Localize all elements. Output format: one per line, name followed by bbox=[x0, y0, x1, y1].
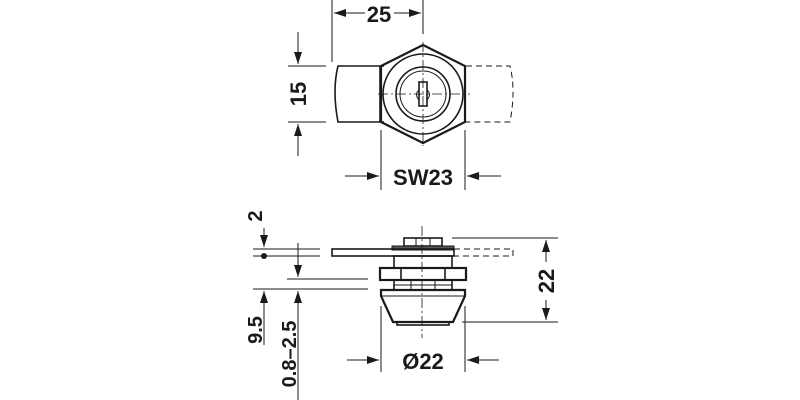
dim-15: 15 bbox=[286, 82, 311, 106]
dim-22-height: 22 bbox=[534, 269, 559, 293]
bezel-collar bbox=[379, 288, 467, 324]
dim-sw23: SW23 bbox=[393, 165, 453, 190]
washer bbox=[391, 245, 455, 251]
front-view: 25 15 SW23 bbox=[286, 0, 514, 190]
dim-0-8-2-5: 0.8–2.5 bbox=[279, 321, 301, 388]
dim-25: 25 bbox=[367, 2, 391, 27]
dim-diameter-22: Ø22 bbox=[402, 349, 444, 374]
dim-2: 2 bbox=[245, 210, 267, 221]
mounting-nut bbox=[378, 266, 468, 282]
top-nut bbox=[403, 237, 443, 247]
side-view: 22 Ø22 2 9.5 0.8–2.5 bbox=[245, 210, 559, 400]
cam-lever-right-dashed bbox=[466, 65, 514, 123]
dim-9-5: 9.5 bbox=[245, 316, 267, 344]
hex-nut bbox=[379, 43, 467, 145]
cam-lever-left bbox=[334, 65, 384, 123]
dot-marker bbox=[261, 253, 267, 259]
cam-lever bbox=[331, 248, 455, 257]
